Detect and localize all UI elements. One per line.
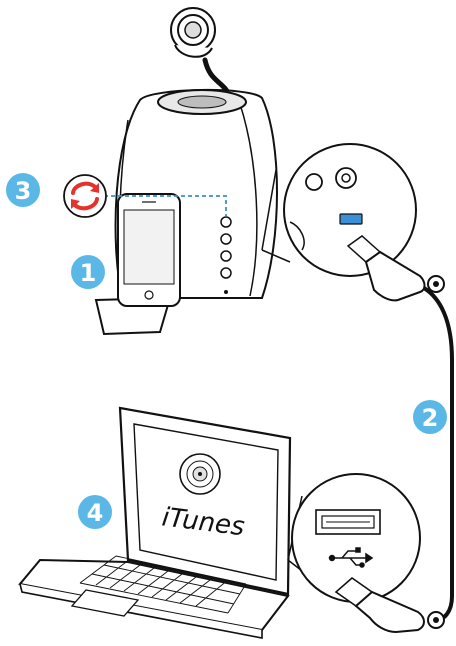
step-badge-1: 1 xyxy=(71,255,105,289)
step-badge-4: 4 xyxy=(78,495,112,529)
itunes-disc-icon xyxy=(180,454,220,494)
step-badge-3: 3 xyxy=(6,173,40,207)
audio-jack-port xyxy=(306,174,322,190)
usb-port-blue xyxy=(340,214,362,224)
step-number-2: 2 xyxy=(422,404,439,432)
laptop-usb-callout xyxy=(288,474,424,632)
iphone xyxy=(118,194,180,306)
step-number-1: 1 xyxy=(80,259,97,287)
step-number-3: 3 xyxy=(15,177,32,205)
usb-host-port xyxy=(316,510,380,534)
rear-port-callout xyxy=(262,144,425,300)
sync-arrows-icon xyxy=(64,175,106,217)
usb-cable xyxy=(424,276,452,628)
power-port xyxy=(336,168,356,188)
laptop xyxy=(20,408,290,638)
step-badge-2: 2 xyxy=(413,400,447,434)
tweeter-head xyxy=(171,8,215,57)
step-number-4: 4 xyxy=(87,499,104,527)
speaker-dock xyxy=(96,8,277,334)
